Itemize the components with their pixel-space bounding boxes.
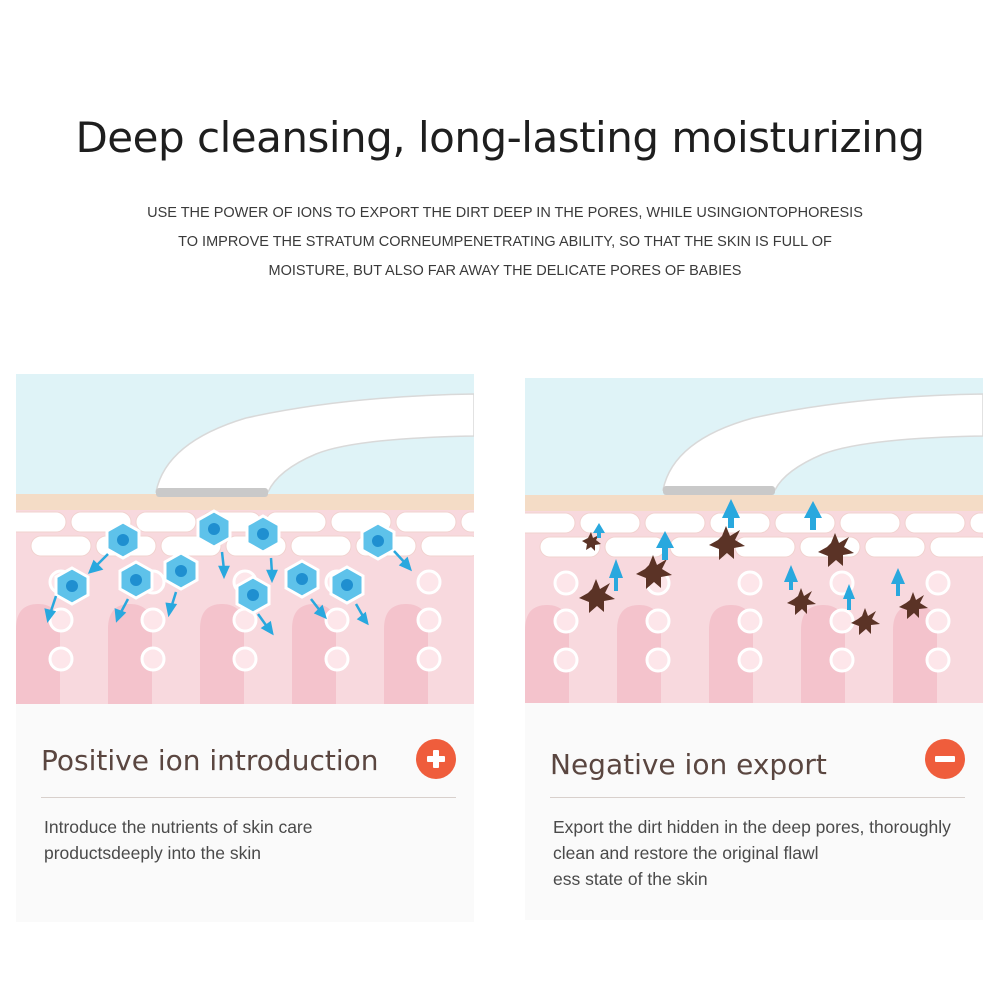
outward-arrow-icons — [593, 499, 905, 610]
dirt-particle-icons — [579, 526, 928, 635]
plus-circle-icon — [416, 739, 456, 779]
description-line: Export the dirt hidden in the deep pores… — [553, 817, 951, 837]
divider — [550, 797, 965, 798]
negative-ion-skin-illustration — [525, 378, 983, 703]
description-line: clean and restore the original flawl — [553, 843, 819, 863]
beauty-device-icon — [662, 393, 983, 495]
subtext-line: TO IMPROVE THE STRATUM CORNEUMPENETRATIN… — [178, 234, 832, 250]
card-description: Introduce the nutrients of skin care pro… — [44, 814, 464, 866]
negative-ion-card: Negative ion export Export the dirt hidd… — [525, 378, 983, 920]
subtext-line: USE THE POWER OF IONS TO EXPORT THE DIRT… — [147, 205, 863, 221]
inward-arrow-icons — [44, 550, 412, 636]
card-title: Positive ion introduction — [41, 744, 379, 777]
description-line: ess state of the skin — [553, 869, 708, 889]
card-description: Export the dirt hidden in the deep pores… — [553, 814, 973, 892]
positive-ion-skin-illustration — [16, 374, 474, 704]
positive-ion-card: Positive ion introduction Introduce the … — [16, 374, 474, 922]
subtext: USE THE POWER OF IONS TO EXPORT THE DIRT… — [130, 199, 880, 286]
description-line: productsdeeply into the skin — [44, 843, 261, 863]
divider — [41, 797, 456, 798]
card-title: Negative ion export — [550, 748, 827, 781]
beauty-device-icon — [155, 393, 474, 497]
minus-circle-icon — [925, 739, 965, 779]
description-line: Introduce the nutrients of skin care — [44, 817, 313, 837]
headline: Deep cleansing, long-lasting moisturizin… — [75, 113, 925, 162]
subtext-line: MOISTURE, BUT ALSO FAR AWAY THE DELICATE… — [268, 263, 742, 279]
